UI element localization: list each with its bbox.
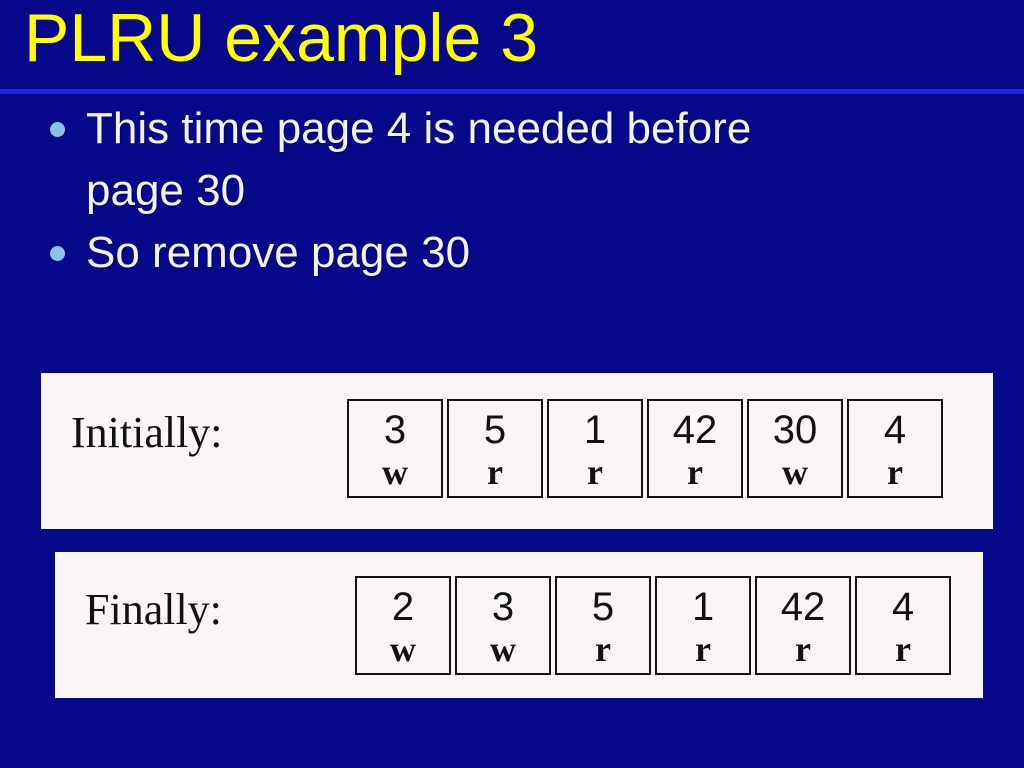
page-cell: 3 w (455, 576, 551, 675)
cell-page-number: 5 (483, 407, 507, 452)
cell-page-number: 2 (391, 584, 415, 629)
page-cell: 2 w (355, 576, 451, 675)
cell-op-letter: r (587, 451, 603, 492)
bullet-dot-icon (50, 122, 65, 137)
page-cell: 1 r (547, 399, 643, 498)
cell-op-letter: w (782, 451, 808, 492)
page-cell: 30 w (747, 399, 843, 498)
panel-finally: Finally: 2 w 3 w 5 r 1 r 42 r 4 r (55, 552, 983, 698)
cell-page-number: 1 (691, 584, 715, 629)
page-cell: 3 w (347, 399, 443, 498)
bullet-item: This time page 4 is needed before page 3… (48, 98, 858, 222)
bullet-text: This time page 4 is needed before page 3… (86, 104, 752, 215)
cell-op-letter: r (895, 628, 911, 669)
panel-label: Initially: (71, 408, 223, 457)
cell-op-letter: w (490, 628, 516, 669)
cell-page-number: 4 (883, 407, 907, 452)
cell-page-number: 3 (491, 584, 515, 629)
cell-page-number: 42 (672, 407, 718, 452)
cell-op-letter: w (382, 451, 408, 492)
page-cell: 4 r (847, 399, 943, 498)
cell-op-letter: r (695, 628, 711, 669)
bullet-list: This time page 4 is needed before page 3… (48, 98, 858, 284)
page-title: PLRU example 3 (24, 0, 539, 76)
title-underline (0, 89, 1024, 94)
bullet-item: So remove page 30 (48, 222, 858, 284)
bullet-dot-icon (50, 246, 65, 261)
panel-label: Finally: (85, 585, 222, 634)
cell-op-letter: w (390, 628, 416, 669)
bullet-text: So remove page 30 (86, 228, 471, 277)
cell-page-number: 3 (383, 407, 407, 452)
cell-op-letter: r (687, 451, 703, 492)
page-table-finally: 2 w 3 w 5 r 1 r 42 r 4 r (355, 576, 951, 675)
page-cell: 5 r (555, 576, 651, 675)
page-cell: 42 r (647, 399, 743, 498)
cell-op-letter: r (795, 628, 811, 669)
page-table-initially: 3 w 5 r 1 r 42 r 30 w 4 r (347, 399, 943, 498)
cell-op-letter: r (595, 628, 611, 669)
cell-op-letter: r (887, 451, 903, 492)
cell-page-number: 1 (583, 407, 607, 452)
cell-op-letter: r (487, 451, 503, 492)
page-cell: 5 r (447, 399, 543, 498)
page-cell: 4 r (855, 576, 951, 675)
page-cell: 42 r (755, 576, 851, 675)
cell-page-number: 5 (591, 584, 615, 629)
cell-page-number: 4 (891, 584, 915, 629)
cell-page-number: 42 (780, 584, 826, 629)
page-cell: 1 r (655, 576, 751, 675)
panel-initially: Initially: 3 w 5 r 1 r 42 r 30 w 4 r (41, 373, 993, 529)
cell-page-number: 30 (772, 407, 818, 452)
